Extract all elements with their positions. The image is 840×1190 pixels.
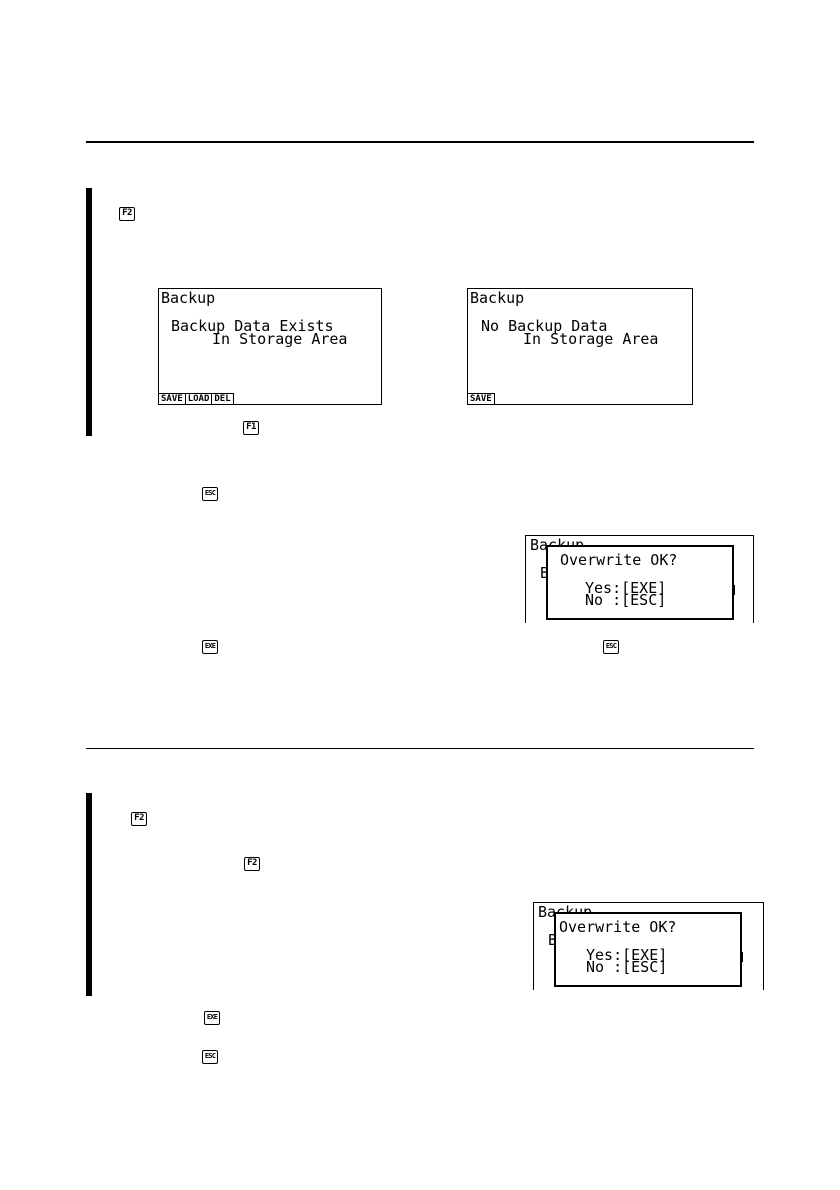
dialog-shadow <box>732 585 735 595</box>
lcd-line-1: No Backup Data <box>481 317 608 335</box>
menu-load[interactable]: LOAD <box>185 393 213 404</box>
esc-key-icon: ESC <box>202 487 218 501</box>
f2-key-icon: F2 <box>131 812 147 826</box>
dialog-yes[interactable]: Yes:[EXE] <box>585 579 667 597</box>
dialog-no[interactable]: No :[ESC] <box>586 958 668 976</box>
section-rule-mid <box>86 748 754 749</box>
exe-key-icon: EXE <box>202 640 218 654</box>
lcd-bg-char: B <box>540 564 550 582</box>
lcd-screen-no-backup: Backup No Backup Data In Storage Area SA… <box>467 288 693 405</box>
lcd-screen-overwrite-1: Backup B Overwrite OK? Yes:[EXE] No :[ES… <box>525 535 754 623</box>
dialog-no[interactable]: No :[ESC] <box>585 591 667 609</box>
exe-key-icon: EXE <box>204 1011 220 1025</box>
f2-key-icon: F2 <box>244 857 260 871</box>
step-bar-1 <box>86 188 92 436</box>
overwrite-dialog: Overwrite OK? Yes:[EXE] No :[ESC] <box>554 912 742 987</box>
function-menu: SAVE <box>468 393 495 404</box>
lcd-line-2: In Storage Area <box>523 330 659 348</box>
lcd-screen-backup-exists: Backup Backup Data Exists In Storage Are… <box>158 288 382 405</box>
dialog-yes[interactable]: Yes:[EXE] <box>586 946 668 964</box>
dialog-title: Overwrite OK? <box>559 918 677 936</box>
lcd-line-2: In Storage Area <box>212 330 348 348</box>
function-menu: SAVE LOAD DEL <box>159 393 234 404</box>
esc-key-icon: ESC <box>603 640 619 654</box>
lcd-screen-overwrite-2: Backup B Overwrite OK? Yes:[EXE] No :[ES… <box>533 902 764 990</box>
step-bar-2 <box>86 793 92 996</box>
esc-key-icon: ESC <box>202 1050 218 1064</box>
menu-save[interactable]: SAVE <box>468 393 495 404</box>
lcd-title: Backup <box>161 289 216 307</box>
lcd-bg-char: B <box>548 931 558 949</box>
section-rule-top <box>86 141 754 143</box>
menu-del[interactable]: DEL <box>212 393 234 404</box>
dialog-shadow <box>740 952 743 962</box>
menu-save[interactable]: SAVE <box>159 393 186 404</box>
lcd-line-1: Backup Data Exists <box>171 317 334 335</box>
dialog-title: Overwrite OK? <box>560 551 678 569</box>
f2-key-icon: F2 <box>119 207 135 221</box>
overwrite-dialog: Overwrite OK? Yes:[EXE] No :[ESC] <box>546 545 734 620</box>
f1-key-icon: F1 <box>243 421 259 435</box>
lcd-title: Backup <box>470 289 525 307</box>
